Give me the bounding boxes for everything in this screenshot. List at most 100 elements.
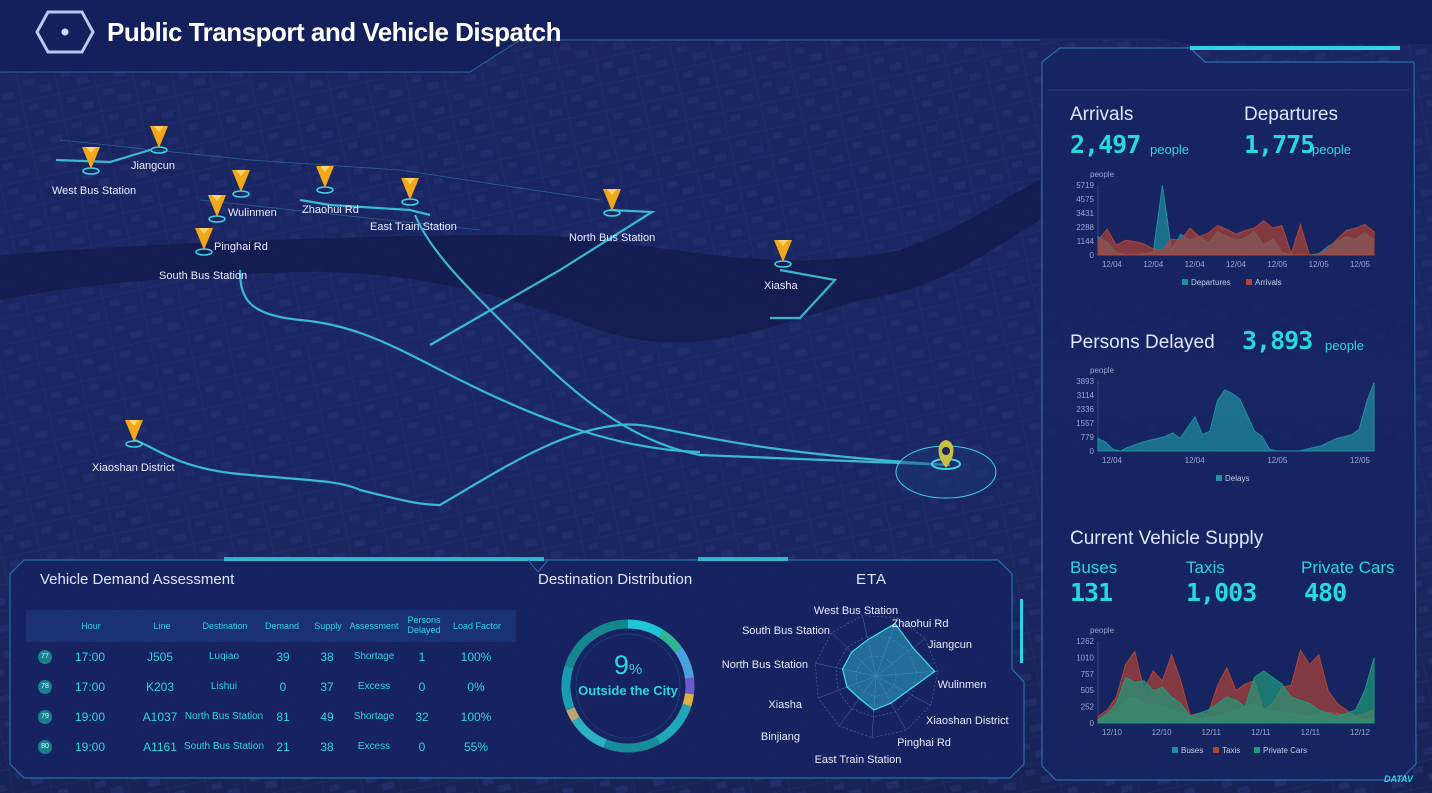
legend-label: Taxis [1222, 746, 1240, 755]
cell-destination: North Bus Station [184, 711, 264, 722]
cell-assessment: Shortage [353, 711, 395, 722]
eta-title: ETA [856, 571, 888, 588]
x-tick-label: 12/04 [1185, 456, 1206, 465]
cell-destination: South Bus Station [183, 741, 265, 752]
y-tick-label: 3431 [1076, 209, 1094, 218]
destination-donut-chart [561, 619, 695, 753]
cell-assessment: Excess [357, 741, 391, 752]
logo-icon [35, 10, 95, 54]
location-label: Xiaoshan District [92, 462, 175, 474]
cell-supply: 38 [320, 650, 334, 664]
donut-segment [682, 693, 694, 707]
y-tick-label: 2288 [1076, 223, 1094, 232]
radar-axis-label: North Bus Station [722, 659, 808, 671]
x-tick-label: 12/05 [1350, 260, 1371, 269]
departures-label: Departures [1244, 104, 1338, 125]
donut-segment [564, 619, 629, 669]
legend-swatch [1254, 747, 1260, 753]
cell-hour: 17:00 [74, 680, 106, 694]
donut-segment [603, 736, 661, 753]
vehicle-supply-title: Current Vehicle Supply [1070, 528, 1264, 549]
cell-hour: 17:00 [74, 650, 106, 664]
taxis-label: Taxis [1186, 558, 1225, 577]
cell-supply: 49 [320, 710, 334, 724]
y-axis-label: people [1090, 626, 1115, 635]
marker-icon[interactable] [603, 189, 621, 217]
donut-center-value: 9 [613, 650, 629, 680]
table-header: Demand [264, 621, 300, 631]
y-tick-label: 1262 [1076, 637, 1094, 646]
donut-segment [566, 707, 580, 722]
y-tick-label: 1010 [1076, 653, 1094, 662]
marker-icon[interactable] [401, 178, 419, 206]
y-tick-label: 0 [1090, 251, 1095, 260]
cell-delayed: 32 [415, 710, 429, 724]
cell-delayed: 0 [418, 740, 426, 754]
legend-label: Departures [1191, 278, 1231, 287]
marker-icon[interactable] [150, 126, 168, 154]
y-tick-label: 4575 [1076, 195, 1094, 204]
marker-icon[interactable] [774, 240, 792, 268]
legend-swatch [1172, 747, 1178, 753]
private-cars-label: Private Cars [1301, 558, 1395, 577]
y-axis-label: people [1090, 366, 1115, 375]
legend-swatch [1216, 475, 1222, 481]
location-label: East Train Station [370, 221, 457, 233]
bottom-panel: Vehicle Demand Assessment Destination Di… [10, 556, 1026, 780]
marker-icon[interactable] [82, 147, 100, 175]
legend-swatch [1246, 279, 1252, 285]
y-tick-label: 3114 [1077, 391, 1095, 400]
arrivals-label: Arrivals [1070, 104, 1134, 125]
x-tick-label: 12/11 [1301, 728, 1321, 737]
y-tick-label: 505 [1081, 686, 1095, 695]
cell-delayed: 0 [418, 680, 426, 694]
right-panel: Arrivals 2,497 people Departures 1,775 p… [1042, 46, 1416, 780]
marker-icon[interactable] [316, 166, 334, 194]
cell-demand: 81 [276, 710, 290, 724]
airport-icon[interactable] [895, 440, 997, 499]
donut-segment [561, 665, 575, 711]
y-tick-label: 0 [1090, 719, 1095, 728]
marker-icon[interactable] [208, 195, 226, 223]
series-area-private-cars [1097, 657, 1375, 724]
donut-inner-ring [575, 633, 681, 739]
y-tick-label: 1557 [1076, 419, 1094, 428]
marker-icon[interactable] [125, 420, 143, 448]
cell-assessment: Shortage [353, 651, 395, 662]
arrivals-value: 2,497 [1070, 130, 1141, 159]
marker-icon[interactable] [232, 170, 250, 198]
cell-destination: Luqiao [208, 651, 240, 662]
persons-delayed-unit: people [1325, 338, 1365, 353]
x-tick-label: 12/10 [1102, 728, 1123, 737]
location-label: South Bus Station [159, 270, 248, 282]
marker-icon[interactable] [195, 228, 213, 256]
location-label: Jiangcun [131, 160, 176, 172]
brand-logo: DATAV [1384, 774, 1413, 784]
x-tick-label: 12/10 [1152, 728, 1173, 737]
x-tick-label: 12/05 [1309, 260, 1330, 269]
x-tick-label: 12/12 [1350, 728, 1371, 737]
row-number: 79 [38, 710, 52, 724]
persons-delayed-label: Persons Delayed [1070, 332, 1215, 353]
y-tick-label: 779 [1081, 433, 1095, 442]
y-tick-label: 5719 [1076, 181, 1094, 190]
series-area-arrivals [1097, 220, 1375, 256]
table-header: Assessment [349, 621, 399, 631]
donut-segment [658, 629, 682, 653]
y-tick-label: 1144 [1077, 237, 1095, 246]
location-label: North Bus Station [569, 232, 656, 244]
cell-load-factor: 100% [460, 710, 492, 724]
y-tick-label: 0 [1090, 447, 1095, 456]
y-tick-label: 757 [1081, 670, 1095, 679]
y-tick-label: 3893 [1076, 377, 1094, 386]
radar-axis-label: Xiaoshan District [926, 715, 1009, 727]
donut-segment [655, 703, 692, 745]
